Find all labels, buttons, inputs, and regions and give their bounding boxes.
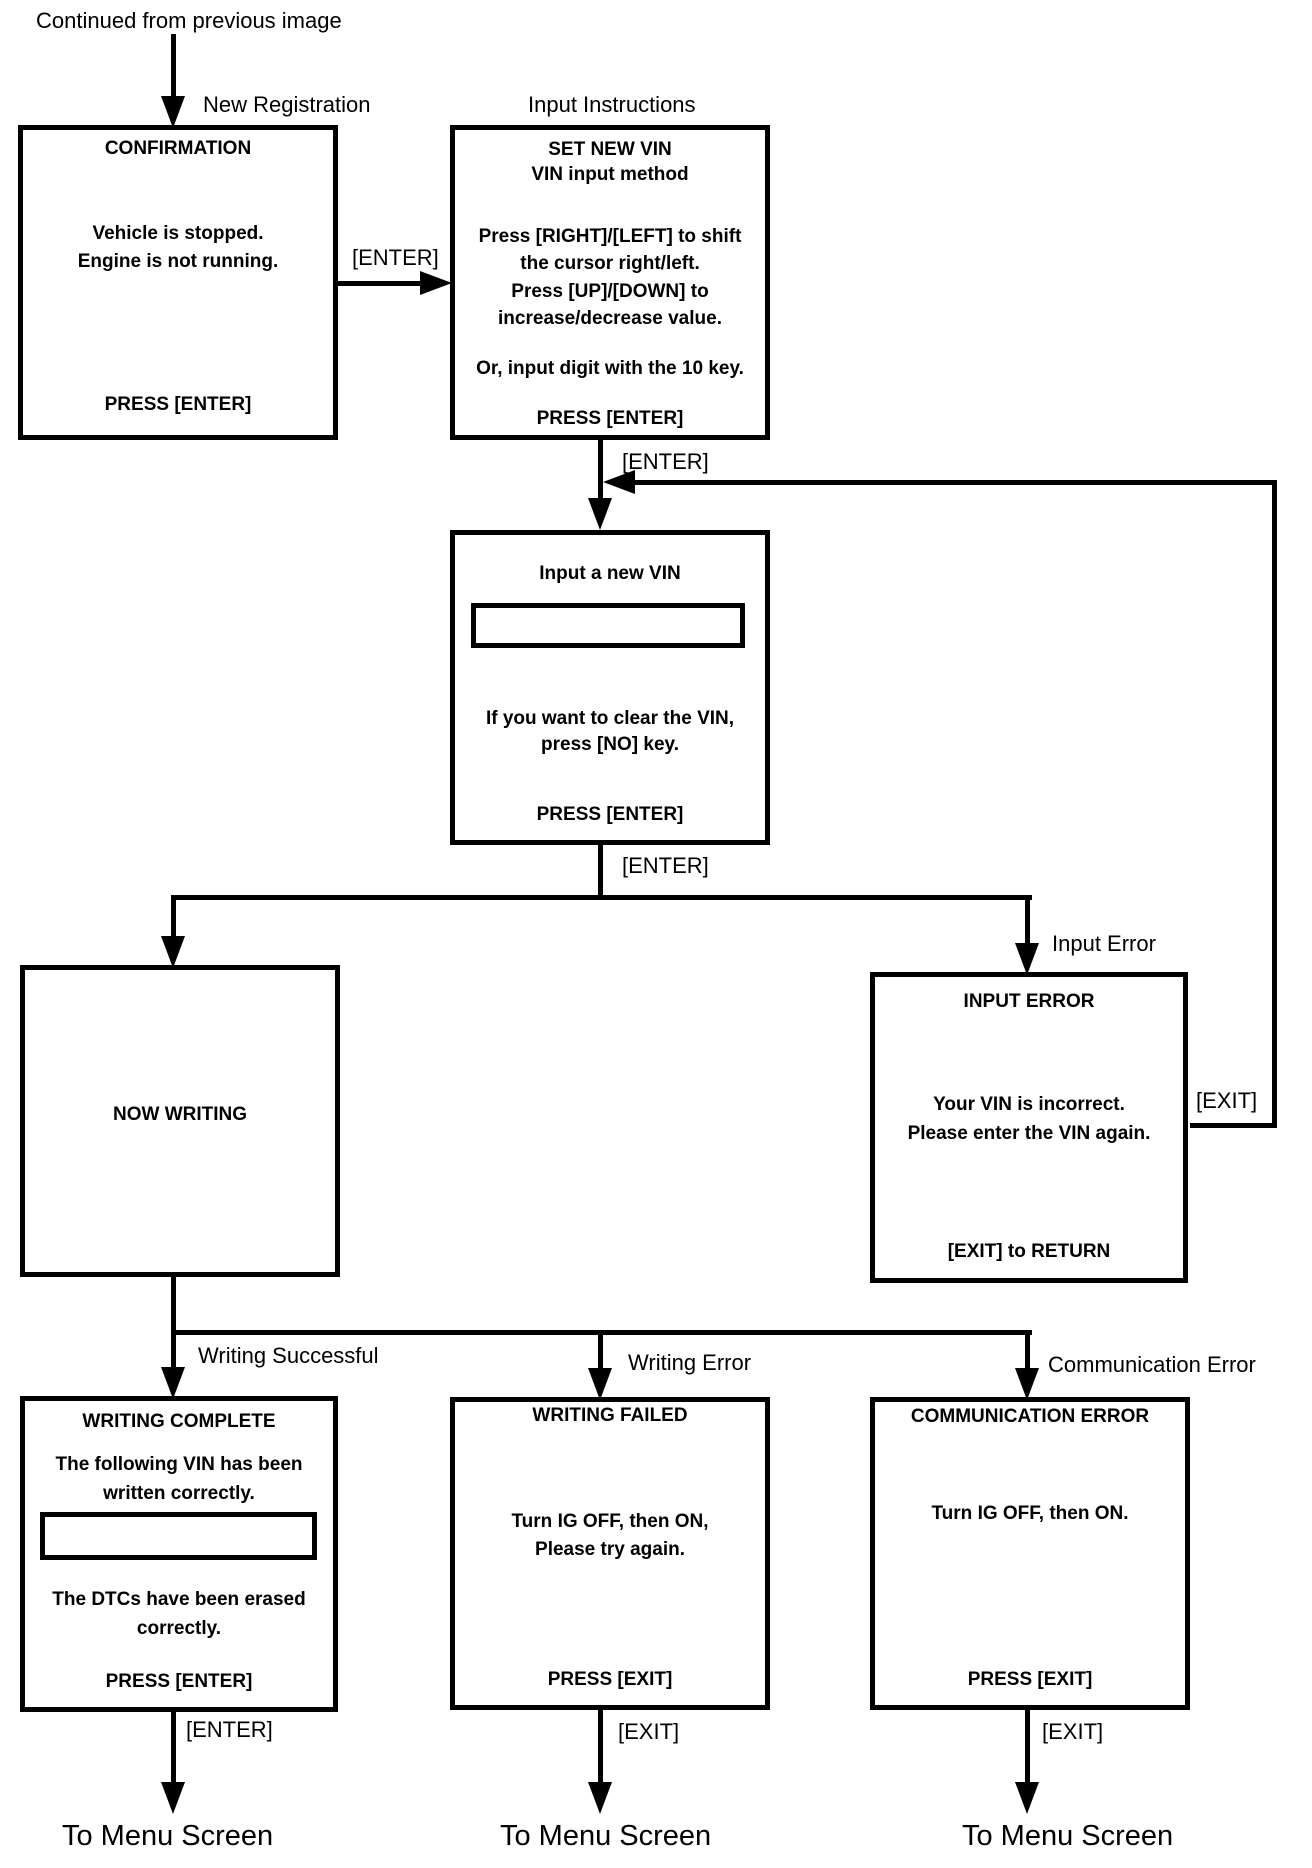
screen-title: SET NEW VIN [548, 139, 672, 160]
connector-line [598, 440, 603, 505]
communication-error-screen-box: COMMUNICATION ERROR Turn IG OFF, then ON… [870, 1397, 1190, 1710]
connector-line [1025, 895, 1030, 950]
connector-line [171, 1711, 176, 1786]
screen-title: Input a new VIN [539, 563, 681, 584]
screen-text: the cursor right/left. [520, 253, 700, 274]
arrowhead-right-icon [420, 271, 452, 295]
arrowhead-down-icon [1015, 943, 1039, 975]
connector-line [171, 34, 176, 104]
screen-title: CONFIRMATION [104, 138, 252, 159]
edge-label-enter: [ENTER] [622, 853, 709, 878]
edge-label-enter: [ENTER] [622, 449, 709, 474]
screen-text: Turn IG OFF, then ON, [511, 1511, 709, 1532]
now-writing-screen-box: NOW WRITING [20, 965, 340, 1277]
connector-line [1025, 1330, 1030, 1373]
screen-title: COMMUNICATION ERROR [910, 1406, 1150, 1427]
branch-label-input-error: Input Error [1052, 931, 1156, 956]
screen-text: The DTCs have been erased [52, 1589, 306, 1610]
screen-text: Engine is not running. [77, 251, 279, 272]
screen-text: Turn IG OFF, then ON. [931, 1503, 1129, 1524]
screen-text: Or, input digit with the 10 key. [476, 358, 744, 379]
screen-text: increase/decrease value. [498, 308, 722, 329]
screen-footer: PRESS [EXIT] [967, 1669, 1093, 1690]
screen-title: WRITING COMPLETE [82, 1411, 276, 1432]
connector-line [171, 895, 176, 943]
screen-footer: PRESS [ENTER] [105, 1671, 253, 1692]
continued-note: Continued from previous image [36, 8, 342, 33]
to-menu-screen-label: To Menu Screen [62, 1820, 274, 1852]
connector-line [171, 1277, 176, 1335]
edge-label-enter: [ENTER] [186, 1717, 273, 1742]
screen-text: Your VIN is incorrect. [933, 1094, 1125, 1115]
to-menu-screen-label: To Menu Screen [500, 1820, 712, 1852]
screen-text: If you want to clear the VIN, [485, 708, 735, 729]
screen-footer: PRESS [EXIT] [547, 1669, 673, 1690]
arrowhead-down-icon [161, 1782, 185, 1814]
screen-text: Vehicle is stopped. [92, 223, 264, 244]
writing-complete-screen-box: WRITING COMPLETE The following VIN has b… [20, 1396, 338, 1712]
connector-line [171, 895, 1032, 900]
edge-label-exit: [EXIT] [618, 1719, 680, 1744]
connector-line [598, 845, 603, 900]
screen-text: correctly. [136, 1618, 222, 1639]
screen-subtitle: VIN input method [531, 164, 689, 185]
branch-label-new-registration: New Registration [203, 92, 371, 117]
branch-label-writing-successful: Writing Successful [198, 1343, 379, 1368]
to-menu-screen-label: To Menu Screen [962, 1820, 1174, 1852]
branch-label-writing-error: Writing Error [628, 1350, 752, 1375]
connector-line [171, 1330, 176, 1372]
screen-footer: PRESS [ENTER] [104, 394, 252, 415]
connector-line [338, 281, 428, 286]
return-connector-line [1272, 480, 1277, 1128]
screen-text: Press [UP]/[DOWN] to [511, 281, 709, 302]
connector-line [598, 1710, 603, 1786]
screen-text: Press [RIGHT]/[LEFT] to shift [478, 226, 742, 247]
screen-title: WRITING FAILED [532, 1405, 688, 1426]
set-new-vin-screen-box: SET NEW VIN VIN input method Press [RIGH… [450, 125, 770, 440]
input-error-screen-box: INPUT ERROR Your VIN is incorrect. Pleas… [870, 972, 1188, 1283]
arrowhead-down-icon [161, 1367, 185, 1399]
connector-line [1025, 1710, 1030, 1786]
return-connector-line [1190, 1123, 1277, 1128]
screen-text: press [NO] key. [541, 734, 679, 755]
arrowhead-left-icon [603, 470, 635, 494]
screen-footer: PRESS [ENTER] [536, 804, 684, 825]
vin-entry-field [471, 603, 745, 648]
screen-footer: PRESS [ENTER] [536, 408, 684, 429]
screen-text: Please enter the VIN again. [907, 1123, 1151, 1144]
vin-display-field [40, 1512, 317, 1560]
screen-text: written correctly. [103, 1483, 255, 1504]
edge-label-exit: [EXIT] [1196, 1088, 1258, 1113]
arrowhead-down-icon [1015, 1782, 1039, 1814]
arrowhead-down-icon [588, 1782, 612, 1814]
screen-text: Please try again. [535, 1539, 685, 1560]
edge-label-enter: [ENTER] [352, 245, 439, 270]
edge-label-exit: [EXIT] [1042, 1719, 1104, 1744]
branch-label-input-instructions: Input Instructions [528, 92, 696, 117]
input-new-vin-screen-box: Input a new VIN If you want to clear the… [450, 530, 770, 845]
confirmation-screen-box: CONFIRMATION Vehicle is stopped. Engine … [18, 125, 338, 440]
arrowhead-down-icon [588, 498, 612, 530]
screen-title: INPUT ERROR [963, 991, 1095, 1012]
connector-line [598, 1330, 603, 1373]
return-connector-line [630, 480, 1277, 485]
arrowhead-down-icon [1015, 1368, 1039, 1400]
writing-failed-screen-box: WRITING FAILED Turn IG OFF, then ON, Ple… [450, 1397, 770, 1710]
screen-title: NOW WRITING [112, 1104, 248, 1125]
arrowhead-down-icon [161, 96, 185, 128]
screen-footer: [EXIT] to RETURN [947, 1241, 1111, 1262]
branch-label-communication-error: Communication Error [1048, 1352, 1256, 1377]
arrowhead-down-icon [588, 1368, 612, 1400]
arrowhead-down-icon [161, 936, 185, 968]
screen-text: The following VIN has been [55, 1454, 303, 1475]
